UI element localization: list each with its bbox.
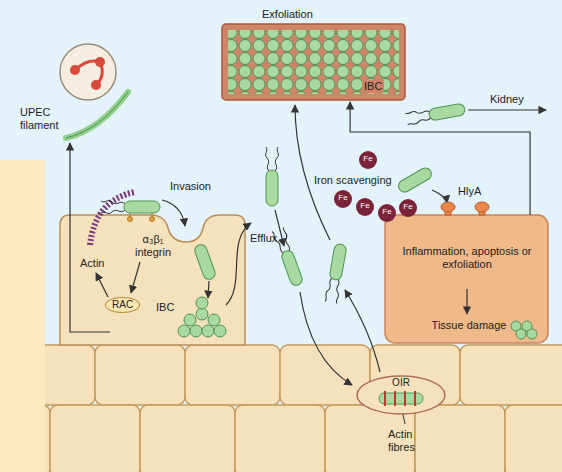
iron-label: Fe bbox=[356, 201, 374, 211]
iron-label: Fe bbox=[378, 207, 396, 217]
cell-heading: Exfoliation bbox=[262, 8, 313, 21]
exfoliated-cell bbox=[222, 24, 405, 100]
svg-circle bbox=[184, 314, 196, 326]
structure-label: Actin fibres bbox=[388, 428, 428, 454]
svg-circle bbox=[202, 325, 214, 337]
side-panel bbox=[0, 160, 45, 472]
macrophage bbox=[60, 44, 116, 100]
iron-ion: Fe bbox=[359, 151, 377, 169]
bacterium bbox=[266, 147, 279, 206]
upec-filament bbox=[66, 92, 128, 138]
bacterium bbox=[101, 201, 160, 214]
arrow bbox=[432, 190, 447, 203]
damaged-cell bbox=[385, 215, 548, 343]
hlya-toxin bbox=[441, 202, 489, 215]
rac-label: RAC bbox=[112, 299, 133, 311]
iron-label: Fe bbox=[399, 202, 417, 212]
bacterium bbox=[396, 166, 433, 194]
arrow bbox=[96, 273, 108, 297]
svg-ellipse bbox=[441, 202, 455, 212]
svg-circle bbox=[128, 217, 133, 222]
destination-label: Kidney bbox=[490, 93, 524, 106]
svg-rect bbox=[505, 405, 562, 472]
arrow bbox=[345, 290, 380, 372]
svg-rect bbox=[185, 345, 280, 405]
svg-rect bbox=[415, 405, 505, 472]
tissue-damage-label: Tissue damage bbox=[427, 319, 511, 332]
iron-ion: Fe bbox=[378, 204, 396, 222]
bacterium bbox=[325, 243, 348, 303]
svg-circle bbox=[178, 325, 190, 337]
arrow bbox=[208, 281, 209, 298]
svg-circle bbox=[527, 329, 537, 339]
umbrella-cell bbox=[60, 215, 245, 345]
filament-label: UPEC filament bbox=[20, 106, 70, 132]
ibc-cluster bbox=[228, 30, 399, 94]
svg-circle bbox=[91, 80, 101, 90]
svg-circle bbox=[516, 329, 526, 339]
bacterium bbox=[193, 243, 217, 281]
process-label: Efflux bbox=[250, 232, 277, 245]
svg-path bbox=[385, 391, 415, 406]
integrin-label: α₃β₁ integrin bbox=[128, 233, 178, 259]
svg-circle bbox=[196, 308, 208, 320]
arrow bbox=[300, 292, 352, 385]
upec-filament-outline bbox=[66, 92, 128, 138]
process-label: Iron scavenging bbox=[314, 174, 392, 187]
svg-rect bbox=[235, 405, 325, 472]
svg-circle bbox=[70, 65, 80, 75]
invasion-arrow bbox=[162, 200, 185, 226]
connector-arrow bbox=[350, 102, 530, 215]
effect-text: Inflammation, apoptosis or exfoliation bbox=[402, 245, 532, 271]
svg-circle bbox=[150, 217, 155, 222]
oir-cell: OIR bbox=[355, 365, 447, 417]
actin-tail bbox=[90, 192, 135, 245]
rac-oval: RAC bbox=[105, 297, 140, 313]
svg-rect bbox=[140, 405, 235, 472]
process-label: Invasion bbox=[170, 180, 211, 193]
svg-circle bbox=[208, 314, 220, 326]
svg-rect bbox=[370, 345, 460, 405]
svg-rect bbox=[95, 345, 185, 405]
ibc-label: IBC bbox=[362, 80, 384, 93]
iron-label: Fe bbox=[359, 154, 377, 164]
svg-circle bbox=[214, 325, 226, 337]
kidney-arrow bbox=[468, 109, 546, 110]
ibc-cluster bbox=[178, 297, 226, 337]
iron-ion: Fe bbox=[399, 199, 417, 217]
oir-outline bbox=[355, 365, 447, 417]
actin-label: Actin bbox=[80, 257, 104, 270]
svg-circle bbox=[95, 57, 105, 67]
arrow bbox=[295, 105, 330, 240]
svg-circle bbox=[190, 325, 202, 337]
exfoliated-cell: ExfoliationIBC bbox=[222, 8, 405, 102]
svg-circle bbox=[60, 44, 116, 100]
arrow bbox=[70, 143, 110, 332]
damaged-cell: Inflammation, apoptosis or exfoliationTi… bbox=[385, 215, 548, 343]
iron-ion: Fe bbox=[334, 190, 352, 208]
epithelium-cells bbox=[0, 345, 562, 472]
iron-ion: Fe bbox=[356, 198, 374, 216]
efflux-arrow bbox=[226, 223, 251, 305]
svg-rect bbox=[50, 405, 140, 472]
svg-circle bbox=[196, 297, 208, 309]
svg-ellipse bbox=[475, 202, 489, 212]
toxin-label: HlyA bbox=[458, 185, 481, 198]
cell-debris bbox=[511, 321, 537, 339]
svg-rect bbox=[460, 345, 562, 405]
integrin bbox=[128, 213, 155, 222]
arrow bbox=[466, 289, 467, 314]
oir-label: OIR bbox=[355, 377, 447, 389]
arrow bbox=[131, 262, 140, 293]
umbrella-cell: Actin α₃β₁ integrinIBC RAC bbox=[60, 215, 245, 345]
iron-label: Fe bbox=[334, 193, 352, 203]
ibc-label: IBC bbox=[156, 301, 174, 314]
bacterium bbox=[406, 103, 466, 126]
